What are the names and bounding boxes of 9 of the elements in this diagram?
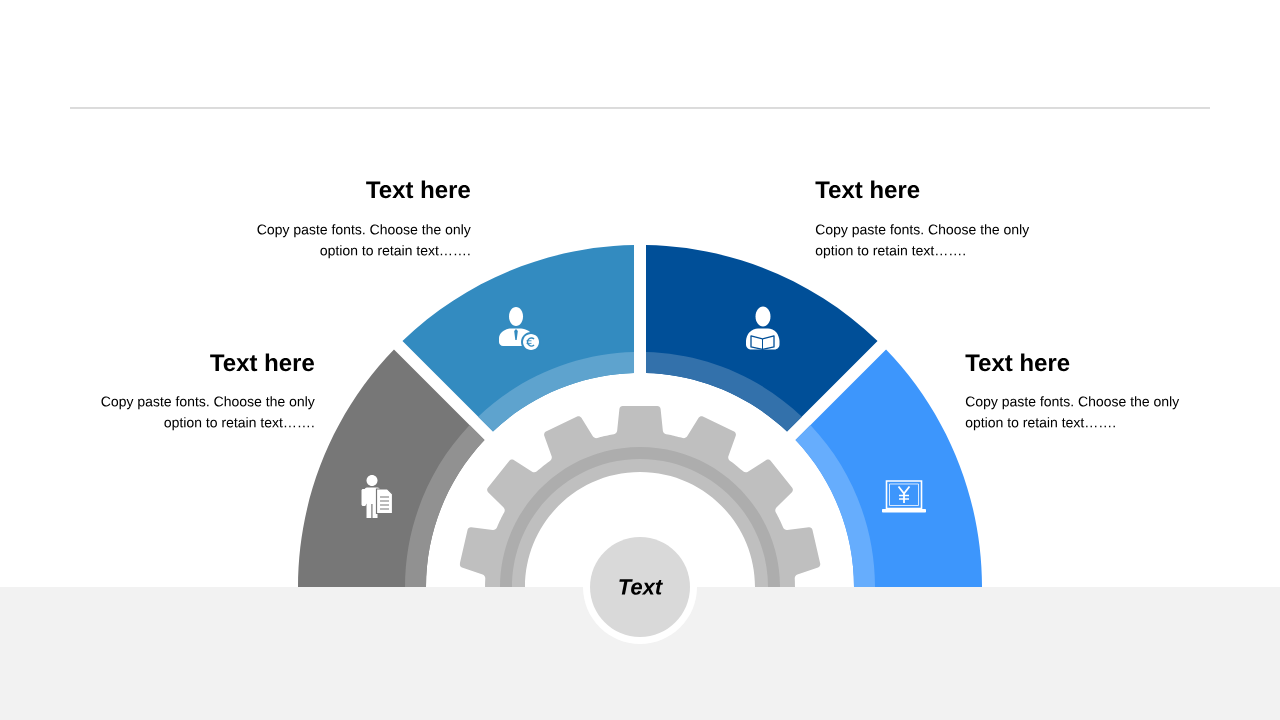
- body-text: Copy paste fonts. Choose the only option to retain text…….: [815, 224, 1030, 259]
- heading: Text here: [815, 180, 920, 199]
- body-text: Copy paste fonts. Choose the only option to retain text…….: [101, 396, 315, 431]
- body-text: Copy paste fonts. Choose the only option to retain text…….: [965, 396, 1180, 431]
- heading: Text here: [210, 353, 314, 372]
- body-text: Copy paste fonts. Choose the only option to retain text…….: [257, 224, 471, 259]
- node-label: Text: [619, 579, 663, 595]
- heading: Text here: [366, 180, 470, 199]
- heading: Text here: [965, 353, 1070, 372]
